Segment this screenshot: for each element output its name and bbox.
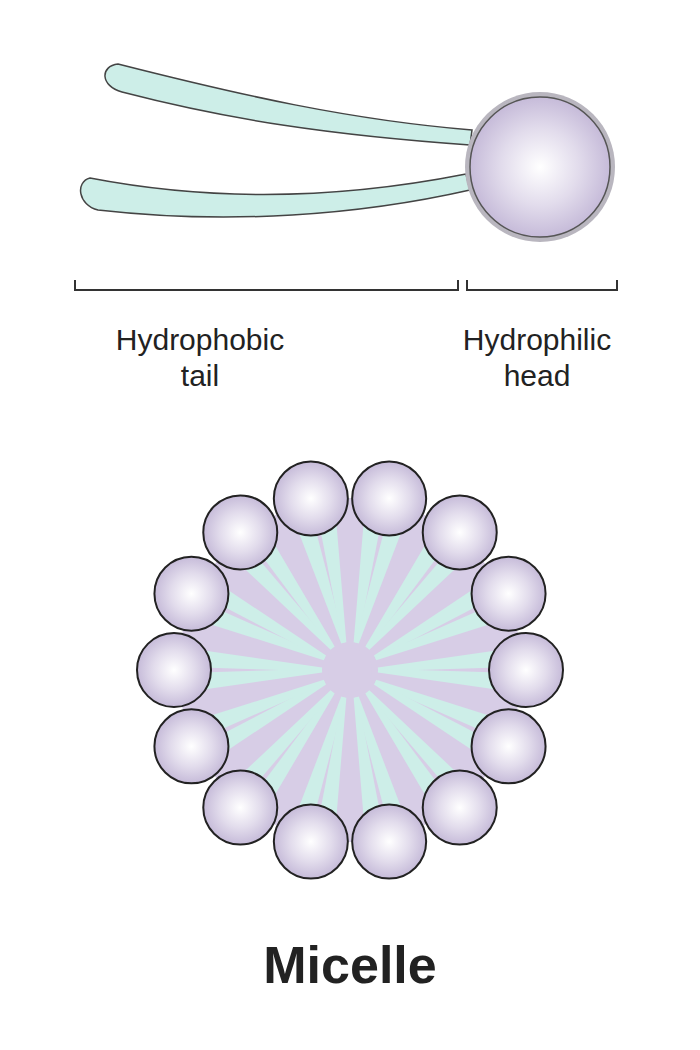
micelle-head	[137, 633, 211, 707]
micelle-head	[352, 461, 426, 535]
micelle-head	[352, 805, 426, 879]
head-rim	[465, 92, 615, 242]
micelle-head	[154, 557, 228, 631]
hydrophilic-head	[470, 97, 610, 237]
micelle-center	[328, 648, 372, 692]
tail	[81, 174, 470, 217]
micelle-head	[154, 709, 228, 783]
phospholipid	[81, 64, 615, 242]
micelle-tail	[378, 649, 506, 671]
micelle-head	[472, 709, 546, 783]
tail-bracket	[75, 280, 458, 290]
caption: Micelle	[150, 935, 550, 995]
head-bracket	[467, 280, 617, 290]
micelle-head	[203, 771, 277, 845]
micelle-head	[472, 557, 546, 631]
tail	[105, 64, 472, 145]
micelle-head	[489, 633, 563, 707]
micelle-head	[423, 495, 497, 569]
micelle-head	[203, 495, 277, 569]
part-label: Hydrophilic head	[437, 322, 637, 394]
part-label: Hydrophobic tail	[100, 322, 300, 394]
micelle-tail	[194, 669, 322, 691]
micelle-head	[423, 771, 497, 845]
micelle-head	[274, 805, 348, 879]
micelle	[137, 461, 563, 878]
micelle-head	[274, 461, 348, 535]
